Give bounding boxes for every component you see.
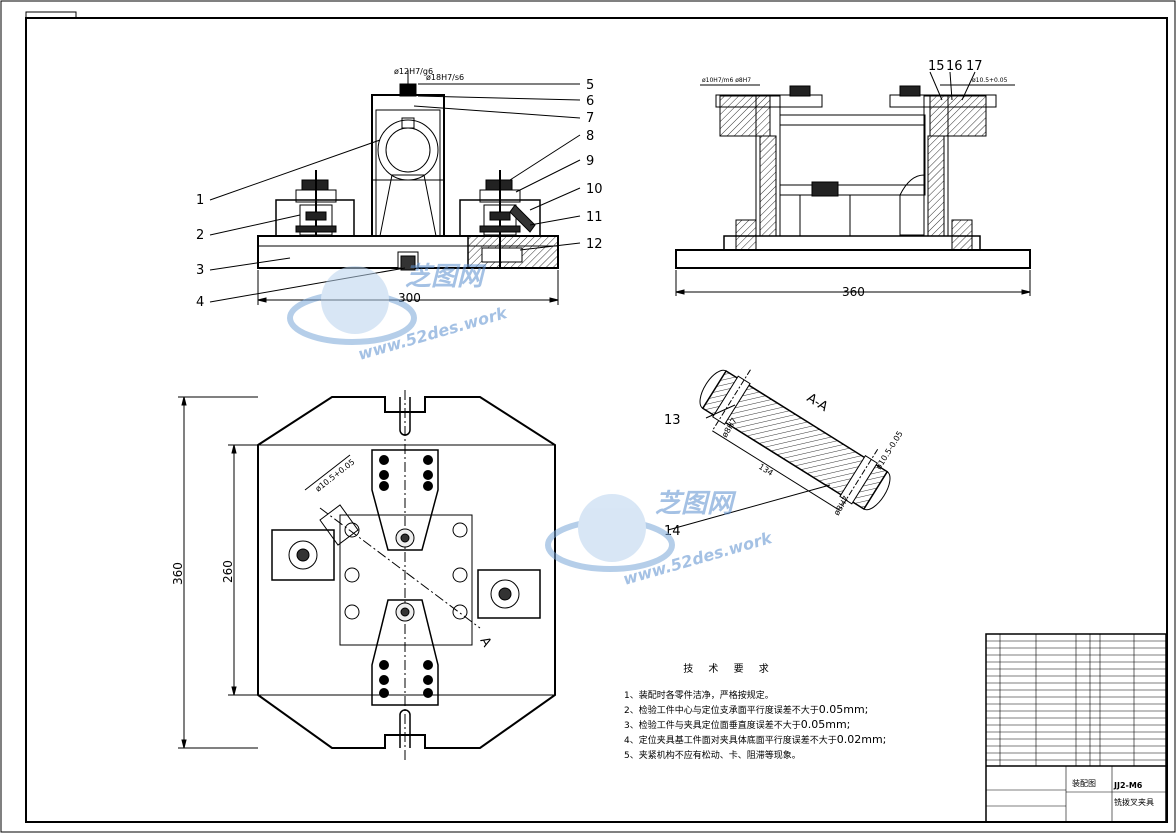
section-dim-right: ø10.5-0.05 (874, 429, 905, 471)
part-name: 铣拨叉夹具 (1114, 797, 1154, 807)
parts-list-rows (986, 640, 1166, 761)
tech-note-4: 4、定位夹具基工件面对夹具体底面平行度误差不大于0.02mm; (624, 733, 887, 746)
side-fit-left: ø10H7/m6 ø8H7 (702, 77, 751, 84)
balloon-16: 16 (946, 59, 963, 74)
balloon-11: 11 (586, 210, 603, 225)
tech-note-3: 3、检验工件与夹具定位面垂直度误差不大于0.05mm; (624, 718, 851, 731)
side-view (675, 71, 1031, 296)
plan-view-labels: 360 260 ø10.5+0.05 A (171, 457, 494, 649)
watermark-lower: 芝图网 www.52des.work (545, 489, 775, 589)
parts-list-and-title-block (985, 633, 1167, 823)
tech-note-1: 1、装配时各零件洁净，严格按规定。 (624, 691, 774, 701)
section-title: A-A (804, 391, 831, 415)
plan-view (178, 390, 556, 760)
watermark-brand-lower: 芝图网 (655, 489, 737, 519)
fit-tolerance-b: ø18H7/s6 (426, 73, 464, 82)
balloon-2: 2 (196, 228, 204, 243)
tech-note-2: 2、检验工件中心与定位支承面平行度误差不大于0.05mm; (624, 703, 869, 716)
tech-note-5: 5、夹紧机构不应有松动、卡、阻滞等现象。 (624, 751, 801, 761)
bolt-dots (379, 455, 433, 698)
balloon-4: 4 (196, 295, 204, 310)
section-mark-a: A (477, 635, 494, 650)
title-block-text: 装配图 JJ2-M6 铣拨叉夹具 (1072, 778, 1154, 807)
section-dim-bottom: ø8H7 (832, 494, 851, 517)
plan-height-360: 360 (171, 562, 185, 585)
fit-tolerance-a: ø12H7/g6 (394, 67, 433, 76)
balloon-5: 5 (586, 78, 594, 93)
drawing-name: 装配图 (1072, 778, 1096, 788)
balloon-17: 17 (966, 59, 983, 74)
front-view (209, 70, 581, 305)
balloon-1: 1 (196, 193, 204, 208)
balloon-3: 3 (196, 263, 204, 278)
watermark-upper: 芝图网 www.52des.work (287, 262, 510, 364)
side-fit-right: ø10.5+0.05 (972, 77, 1008, 84)
side-width-dimension: 360 (842, 285, 865, 299)
plan-hole-dimension: ø10.5+0.05 (314, 457, 357, 493)
balloon-13: 13 (664, 413, 681, 428)
front-view-labels: 1 2 3 4 5 6 7 8 9 10 11 12 300 ø12H7/g6 … (196, 67, 603, 310)
balloon-9: 9 (586, 154, 594, 169)
technical-requirements: 技 术 要 求 1、装配时各零件洁净，严格按规定。 2、检验工件中心与定位支承面… (624, 660, 974, 762)
balloon-7: 7 (586, 111, 594, 126)
balloon-12: 12 (586, 237, 603, 252)
watermark-brand-upper: 芝图网 (405, 262, 487, 292)
section-dim-length: 134 (757, 462, 775, 478)
balloon-8: 8 (586, 129, 594, 144)
section-a-a (667, 369, 891, 531)
balloon-10: 10 (586, 182, 603, 197)
balloon-6: 6 (586, 94, 594, 109)
plan-height-260: 260 (221, 560, 235, 583)
drawing-code: JJ2-M6 (1113, 781, 1143, 790)
balloon-15: 15 (928, 59, 945, 74)
side-view-labels: 360 15 16 17 ø10H7/m6 ø8H7 ø10.5+0.05 (702, 59, 1008, 299)
tech-notes-title: 技 术 要 求 (683, 664, 775, 675)
